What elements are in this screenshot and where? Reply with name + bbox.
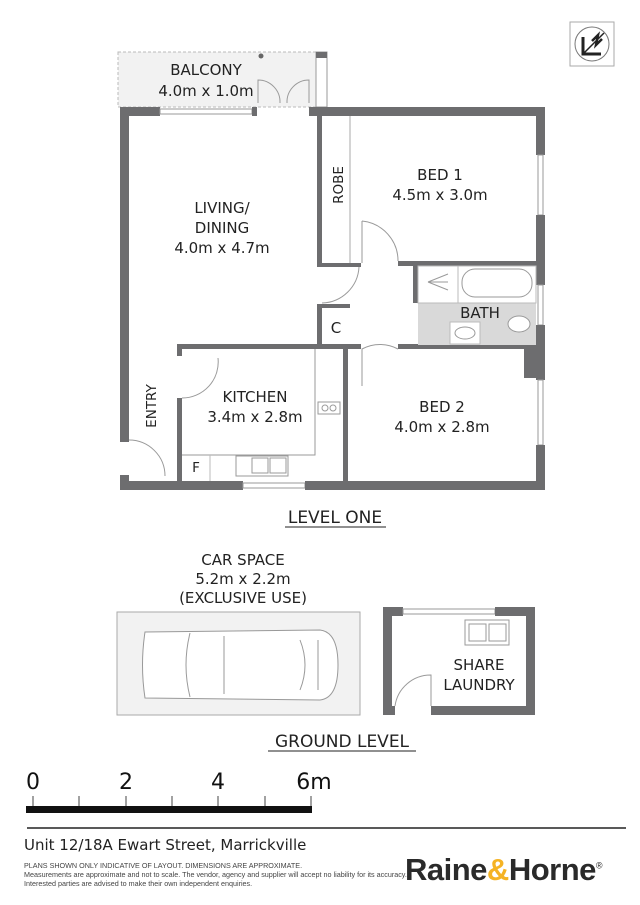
car-space bbox=[116, 611, 361, 716]
north-arrow-icon bbox=[569, 21, 615, 67]
balcony-size: 4.0m x 1.0m bbox=[158, 82, 253, 100]
kitchen-size: 3.4m x 2.8m bbox=[207, 408, 302, 426]
balcony bbox=[117, 51, 328, 108]
disclaimer-line: Measurements are approximate and not to … bbox=[24, 870, 407, 879]
laundry-label-2: LAUNDRY bbox=[443, 676, 515, 694]
ground-level-title: GROUND LEVEL bbox=[275, 732, 410, 752]
level-one-title: LEVEL ONE bbox=[288, 508, 382, 528]
laundry-label-1: SHARE bbox=[454, 656, 505, 674]
robe-label: ROBE bbox=[331, 166, 347, 204]
scale-label-4: 4 bbox=[211, 770, 225, 795]
car-space-label: CAR SPACE bbox=[201, 551, 284, 569]
fridge-label: F bbox=[192, 460, 200, 476]
raine-horne-logo: Raine&Horne® bbox=[405, 852, 603, 887]
bed2-label: BED 2 bbox=[419, 398, 465, 416]
laundry bbox=[383, 607, 535, 715]
walls bbox=[120, 107, 545, 490]
kitchen-label: KITCHEN bbox=[223, 388, 288, 406]
bath-fixtures bbox=[417, 265, 537, 345]
kitchen-fixtures bbox=[182, 349, 341, 481]
car-icon bbox=[142, 629, 339, 701]
entry-label: ENTRY bbox=[144, 383, 160, 427]
property-address: Unit 12/18A Ewart Street, Marrickville bbox=[24, 836, 307, 854]
bed1-size: 4.5m x 3.0m bbox=[392, 186, 487, 204]
scale-label-0: 0 bbox=[26, 770, 40, 795]
disclaimer: PLANS SHOWN ONLY INDICATIVE OF LAYOUT. D… bbox=[24, 861, 407, 888]
balcony-label: BALCONY bbox=[170, 61, 242, 79]
scale-label-2: 2 bbox=[119, 770, 133, 795]
car-space-note: (EXCLUSIVE USE) bbox=[179, 589, 307, 607]
disclaimer-line: PLANS SHOWN ONLY INDICATIVE OF LAYOUT. D… bbox=[24, 861, 303, 870]
living-label-2: DINING bbox=[195, 219, 249, 237]
disclaimer-line: Interested parties are advised to make t… bbox=[24, 879, 253, 888]
scale-bar: 0 2 4 6m bbox=[26, 770, 626, 829]
scale-label-6m: 6m bbox=[296, 770, 331, 795]
bath-label: BATH bbox=[460, 304, 500, 322]
bed1-label: BED 1 bbox=[417, 166, 463, 184]
bed2-size: 4.0m x 2.8m bbox=[394, 418, 489, 436]
living-label-1: LIVING/ bbox=[194, 199, 250, 217]
cupboard-label: C bbox=[331, 319, 341, 337]
car-space-size: 5.2m x 2.2m bbox=[195, 570, 290, 588]
living-size: 4.0m x 4.7m bbox=[174, 239, 269, 257]
